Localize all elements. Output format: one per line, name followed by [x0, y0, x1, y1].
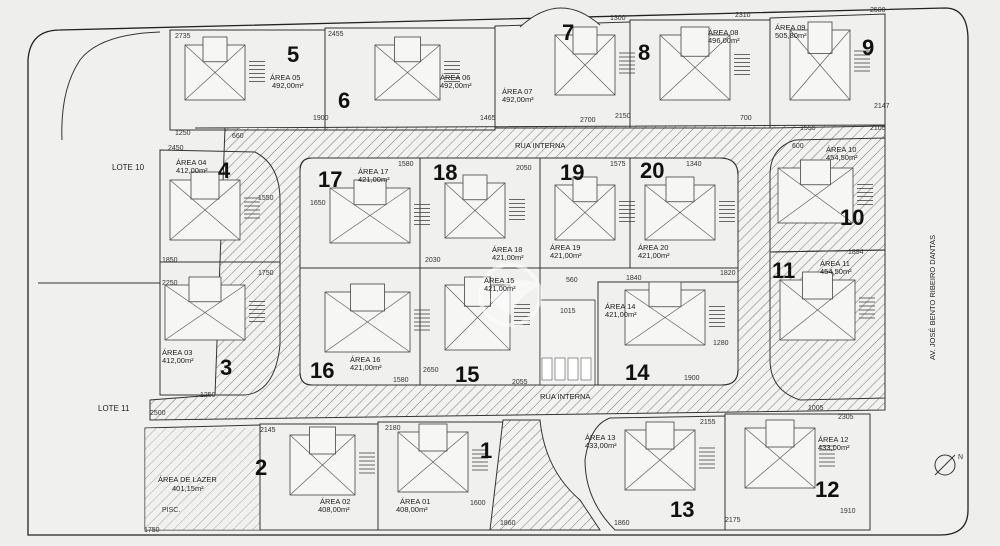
house-footprint [169, 171, 260, 241]
lot-20-boundary [629, 157, 739, 269]
lazer-hatch [145, 428, 260, 530]
house-footprint [659, 26, 750, 101]
house-footprint [324, 283, 430, 353]
lot-11-boundary [769, 249, 886, 401]
house-footprint [779, 271, 875, 341]
parking-space [541, 357, 553, 381]
lot-14-boundary [597, 281, 739, 386]
house-footprint [444, 174, 525, 239]
watermark-logo [478, 263, 542, 327]
house-footprint [744, 419, 835, 489]
lot-3-boundary [159, 261, 281, 396]
house-footprint [329, 179, 430, 244]
house-footprint [554, 176, 635, 241]
lot-4-boundary [159, 149, 281, 263]
svg-text:N: N [958, 454, 963, 461]
north-arrow-icon: N [934, 454, 963, 476]
house-footprint [789, 21, 870, 101]
cul-de-sac [519, 7, 601, 28]
lot-16-boundary [299, 267, 421, 386]
left-road-curve [61, 31, 161, 141]
buildings-layer [164, 21, 875, 496]
lot-9-boundary [769, 13, 886, 129]
house-footprint [374, 36, 460, 101]
parking-space [554, 357, 566, 381]
house-footprint [644, 176, 735, 241]
lot-12-boundary [724, 413, 871, 531]
house-footprint [184, 36, 265, 101]
house-footprint [624, 281, 725, 346]
house-footprint [289, 426, 375, 496]
parking-space [567, 357, 579, 381]
house-footprint [777, 159, 873, 224]
house-footprint [397, 423, 488, 493]
house-footprint [554, 26, 635, 96]
entrance-road [489, 419, 601, 531]
parking-space [580, 357, 592, 381]
lot-13-boundary [584, 415, 726, 531]
house-footprint [164, 276, 265, 341]
house-footprint [624, 421, 715, 491]
